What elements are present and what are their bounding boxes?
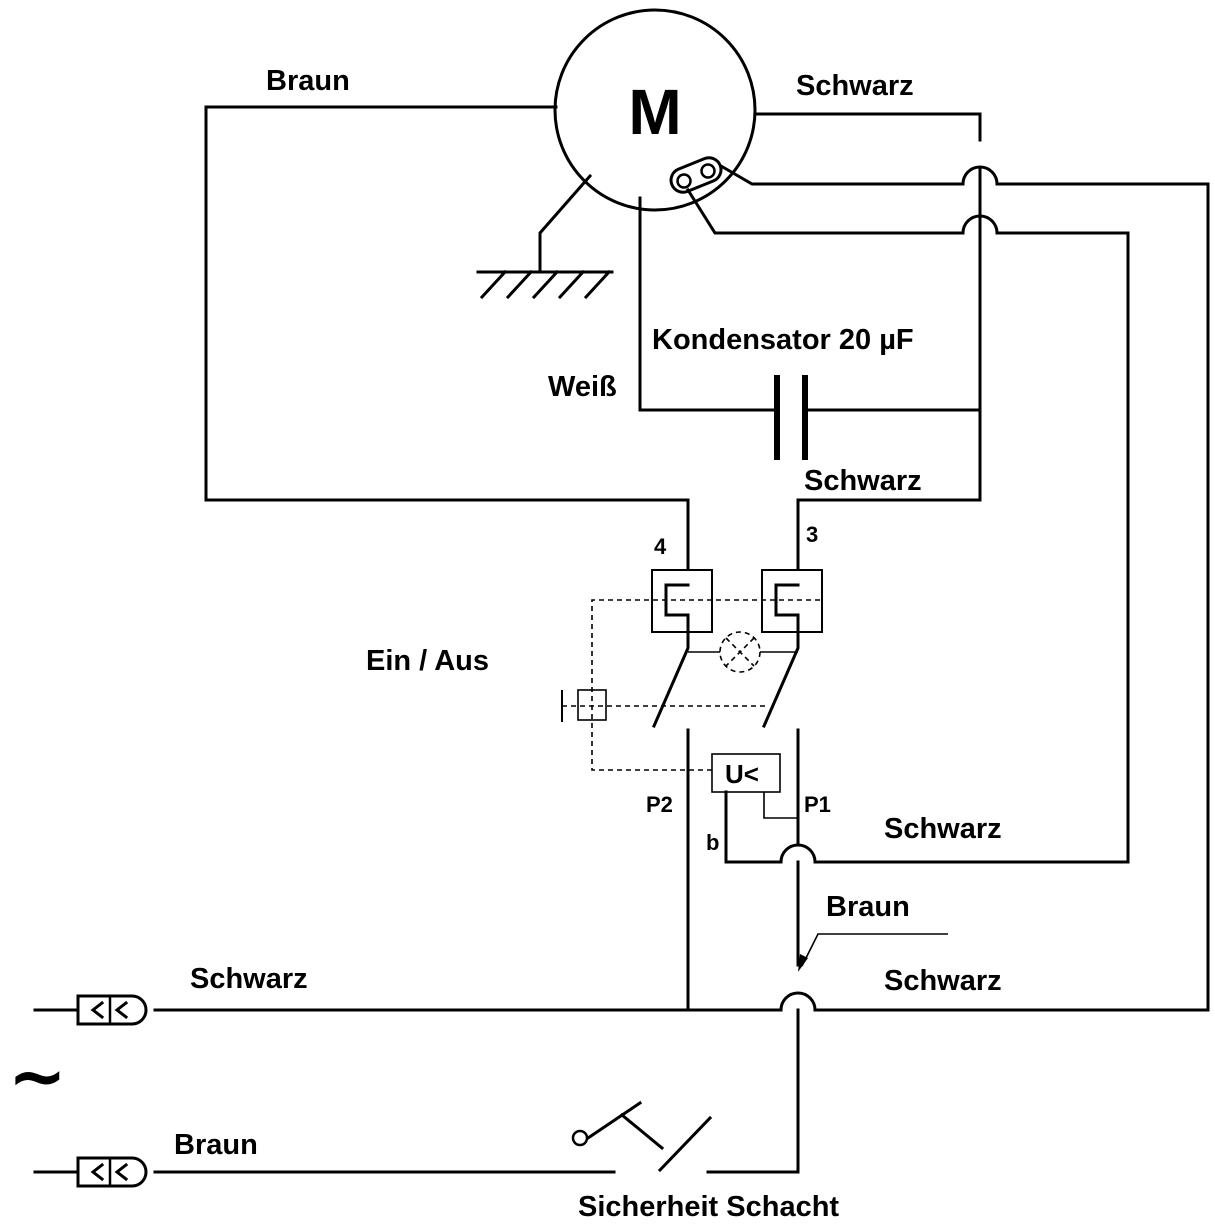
wire-p1-hop [779,843,817,864]
wire-schwarz-top [754,112,982,142]
capacitor [774,375,808,460]
plug-bottom [76,1156,148,1188]
label-b: b [706,830,719,855]
label-schwarz-top: Schwarz [796,70,914,102]
wire-terminal-right-short [685,187,1130,864]
motor-terminals [669,156,723,194]
undervoltage-label: U< [725,759,759,789]
label-safety: Sicherheit Schacht [578,1191,839,1223]
label-terminal-4: 4 [654,534,667,559]
label-p2: P2 [646,792,673,817]
plug-top [76,994,148,1026]
wire-schwarz-bottom [153,991,820,1012]
label-switch: Ein / Aus [366,645,489,677]
main-switch [561,569,823,771]
label-schwarz-left-bottom: Schwarz [190,963,308,995]
wire-weiss [638,196,778,412]
label-braun-bottom: Braun [174,1129,258,1161]
label-terminal-3: 3 [806,522,818,547]
wire-schwarz-vertical [796,168,982,612]
braun-pointer [798,933,948,972]
wire-terminal-right-long [718,163,1210,1012]
motor-symbol: M [628,76,681,148]
label-ac-symbol: ~ [8,1035,67,1117]
safety-switch [564,1100,713,1174]
label-schwarz-cap: Schwarz [804,465,922,497]
label-braun-mid: Braun [826,891,910,923]
label-schwarz-right-bottom: Schwarz [884,965,1002,997]
wire-braun-top [204,105,690,612]
undervoltage-relay: U< [711,753,798,864]
label-weiss: Weiß [548,371,617,403]
ground-symbol [476,173,614,300]
label-schwarz-right-mid: Schwarz [884,813,1002,845]
label-braun-top: Braun [266,65,350,97]
label-capacitor: Kondensator 20 µF [652,324,914,356]
label-p1: P1 [804,792,831,817]
